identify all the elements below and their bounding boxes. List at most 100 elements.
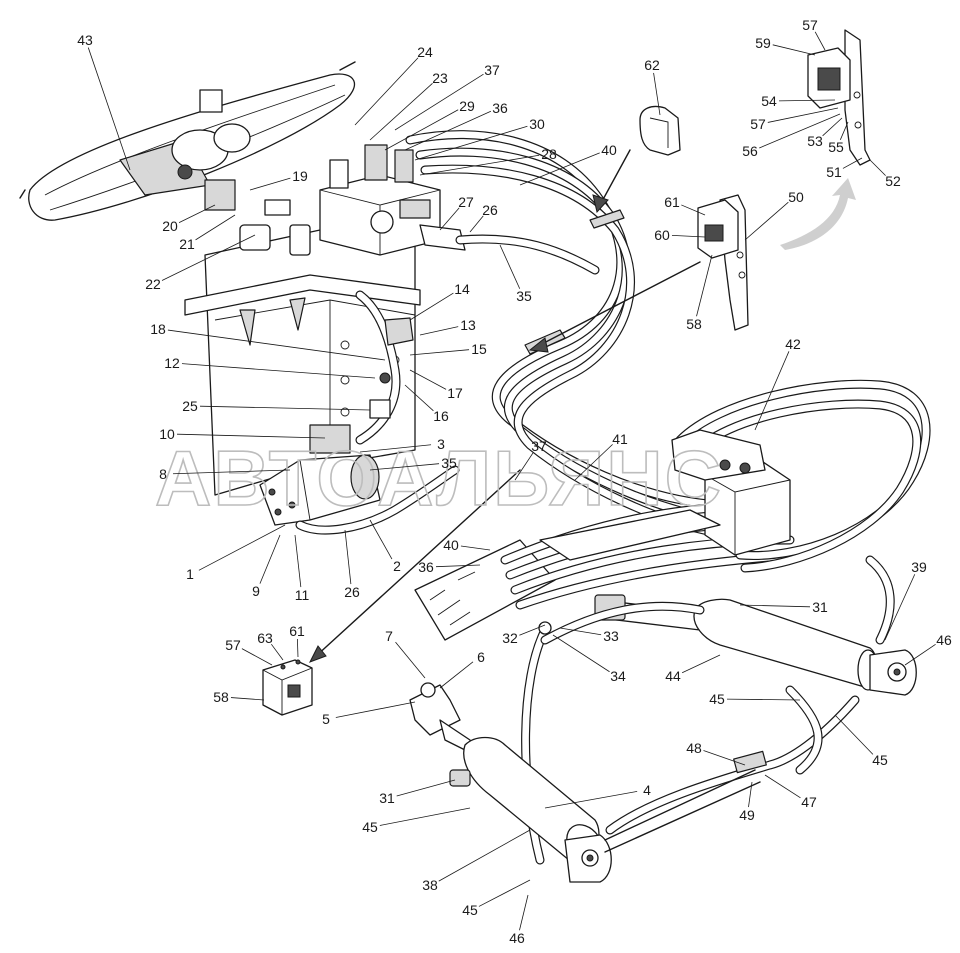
leader-c19 [249,177,291,191]
leader-c38 [438,829,531,882]
callout-c41: 41 [612,431,628,447]
leader-c45a [726,698,801,701]
callout-c56: 56 [742,143,758,159]
callout-c50: 50 [788,189,804,205]
leader-c56 [759,113,841,149]
leader-c3 [359,444,432,453]
callout-c53: 53 [807,133,823,149]
callout-c4: 4 [643,782,651,798]
callout-c48: 48 [686,740,702,756]
hose-clip [639,105,681,156]
leader-c44 [681,654,721,674]
callout-c47: 47 [801,794,817,810]
watermark: АВТОАЛЬЯНС [155,434,723,522]
explode-arrows [308,149,856,663]
callout-c36b: 36 [418,559,434,575]
leader-lines [87,31,936,931]
callout-c45c: 45 [362,819,378,835]
leader-c25 [199,405,371,411]
leader-c28 [419,154,540,176]
callout-c18: 18 [150,321,166,337]
leader-c9 [259,534,281,584]
callout-c37b: 37 [531,438,547,454]
leader-c48 [703,750,746,766]
leader-c21 [195,214,236,241]
leader-c13 [419,326,459,336]
callout-c20: 20 [162,218,178,234]
leader-c35a [499,244,521,289]
callout-c62: 62 [644,57,660,73]
callout-c8: 8 [159,466,167,482]
callout-c2: 2 [393,558,401,574]
leader-c40b [460,545,491,551]
leader-c61b [296,638,299,658]
leader-c34 [552,634,610,673]
callout-c55: 55 [828,139,844,155]
callout-c60: 60 [654,227,670,243]
callout-c9: 9 [252,583,260,599]
callout-c31a: 31 [812,599,828,615]
callout-c45b: 45 [872,752,888,768]
callout-c24: 24 [417,44,433,60]
leader-c57a [814,31,826,51]
leader-c12 [181,363,376,379]
callout-c39: 39 [911,559,927,575]
callout-c10: 10 [159,426,175,442]
oil-cooler-assembly [19,61,356,221]
leader-c53 [822,117,843,137]
clamp-bracket-lower [262,659,313,716]
valve-block-top [239,144,466,256]
leader-c61a [681,204,706,216]
callout-c59: 59 [755,35,771,51]
callout-c19: 19 [292,168,308,184]
leader-c18 [167,329,386,361]
callout-c63: 63 [257,630,273,646]
leader-c22 [161,234,256,281]
leader-c45b [834,714,874,755]
callout-c1: 1 [186,566,194,582]
callout-c15: 15 [471,341,487,357]
leader-c37a [394,73,484,131]
callout-c31b: 31 [379,790,395,806]
callout-c32: 32 [502,630,518,646]
callout-c14: 14 [454,281,470,297]
leader-c52 [869,159,886,176]
callout-c40b: 40 [443,537,459,553]
leader-c51 [842,157,863,169]
callout-c40a: 40 [601,142,617,158]
leader-c36b [435,564,481,568]
callout-c13: 13 [460,317,476,333]
leader-c49 [748,781,753,808]
callout-c35a: 35 [516,288,532,304]
leader-c60 [671,234,706,238]
leader-c39 [884,574,916,641]
callout-c45d: 45 [462,902,478,918]
leader-c7 [395,641,426,679]
callout-c5: 5 [322,711,330,727]
leader-c47 [764,774,801,799]
leader-c8 [172,469,291,475]
callout-c17: 17 [447,385,463,401]
leader-c42 [754,351,790,431]
leader-c46b [519,894,529,931]
callout-c11: 11 [295,587,310,603]
cylinder-left [409,682,761,883]
callout-c36a: 36 [492,100,508,116]
leader-c62 [653,72,661,116]
callout-c26b: 26 [344,584,360,600]
frame-beam [539,509,721,561]
callout-c6: 6 [477,649,485,665]
leader-c45c [379,807,471,826]
leader-c36a [404,110,492,151]
leader-c31b [396,779,456,797]
callout-c54: 54 [761,93,777,109]
leader-c6 [439,661,474,689]
callout-c49: 49 [739,807,755,823]
callout-c34: 34 [610,668,626,684]
leader-c33 [559,627,602,636]
callout-c46a: 46 [936,632,952,648]
leader-c15 [409,349,470,356]
hydraulic-pump [259,454,460,535]
